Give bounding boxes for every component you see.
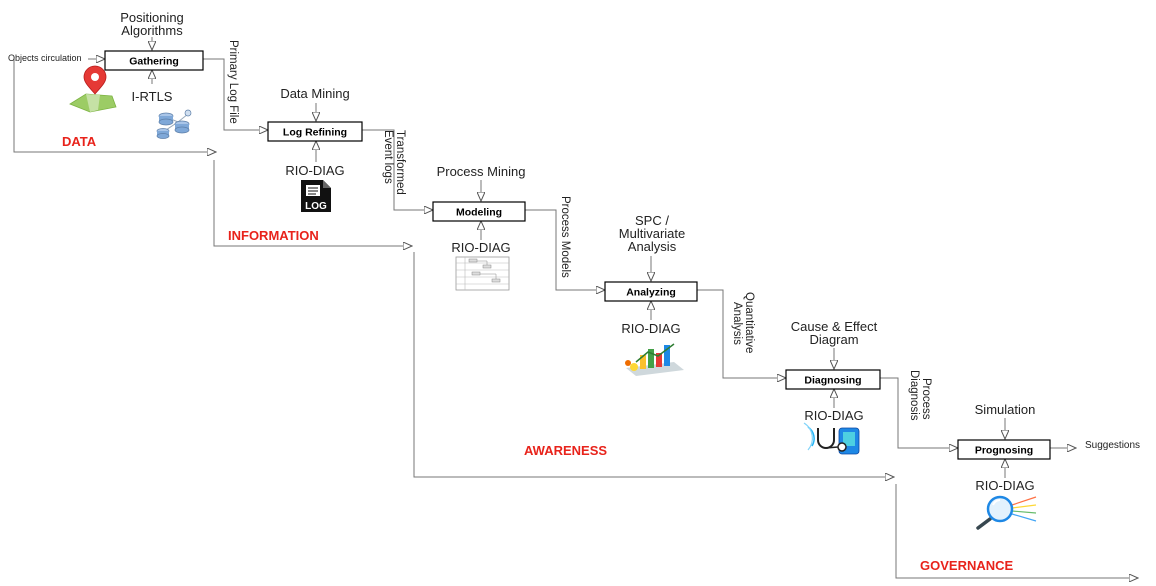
control-spc-line2: Multivariate bbox=[619, 226, 685, 241]
phase-awareness: AWARENESS bbox=[524, 443, 607, 458]
flow-process-models: Process Models bbox=[559, 196, 571, 278]
control-positioning-line1: Positioning bbox=[120, 10, 184, 25]
step-gathering-label: Gathering bbox=[129, 56, 179, 68]
connector-analyzing-diagnosing bbox=[697, 289, 786, 378]
control-data-mining: Data Mining bbox=[280, 86, 349, 101]
step-diagnosing-label: Diagnosing bbox=[804, 375, 861, 387]
control-cause-line2: Diagram bbox=[809, 332, 858, 347]
mechanism-rio-diag-4: RIO-DIAG bbox=[804, 408, 863, 423]
mechanism-rio-diag-2: RIO-DIAG bbox=[451, 240, 510, 255]
step-prognosing: Prognosing bbox=[957, 439, 1051, 460]
step-analyzing: Analyzing bbox=[604, 281, 698, 302]
phase-data: DATA bbox=[62, 134, 97, 149]
connector-governance-phase bbox=[895, 484, 1138, 578]
mechanism-rio-diag-1: RIO-DIAG bbox=[285, 163, 344, 178]
log-file-icon: LOG bbox=[301, 180, 331, 212]
input-objects-circulation: Objects circulation bbox=[8, 53, 82, 63]
connector-information-phase bbox=[213, 160, 412, 246]
step-diagnosing: Diagnosing bbox=[785, 369, 881, 390]
flow-process-diagnosis-line2: Diagnosis bbox=[908, 370, 920, 421]
magnifier-icon bbox=[976, 495, 1037, 530]
connector-diagnosing-prognosing bbox=[880, 377, 958, 448]
connector-data-phase bbox=[13, 59, 216, 152]
database-network-icon bbox=[156, 109, 192, 139]
control-cause-line1: Cause & Effect bbox=[791, 319, 878, 334]
mechanism-rio-diag-5: RIO-DIAG bbox=[975, 478, 1034, 493]
flow-transformed-line2: Event logs bbox=[382, 130, 394, 184]
flow-quantitative-line1: Quantitative bbox=[743, 292, 755, 353]
process-model-icon bbox=[455, 256, 510, 291]
control-spc-line1: SPC / bbox=[635, 213, 669, 228]
step-log-refining: Log Refining bbox=[267, 121, 363, 142]
step-modeling: Modeling bbox=[432, 201, 526, 222]
step-prognosing-label: Prognosing bbox=[975, 445, 1033, 457]
connector-logrefining-modeling bbox=[362, 129, 433, 210]
mechanism-rio-diag-3: RIO-DIAG bbox=[621, 321, 680, 336]
step-gathering: Gathering bbox=[104, 50, 204, 71]
flow-primary-log-file: Primary Log File bbox=[227, 40, 239, 124]
stethoscope-icon bbox=[803, 422, 860, 455]
flow-process-diagnosis-line1: Process bbox=[920, 378, 932, 420]
connector-modeling-analyzing bbox=[525, 209, 605, 290]
output-suggestions: Suggestions bbox=[1085, 440, 1140, 451]
mechanism-irtls: I-RTLS bbox=[132, 89, 173, 104]
flow-quantitative-line2: Analysis bbox=[731, 302, 743, 345]
connector-awareness-phase bbox=[413, 252, 894, 477]
control-positioning-line2: Algorithms bbox=[121, 23, 183, 38]
bar-chart-icon bbox=[625, 343, 684, 376]
control-process-mining: Process Mining bbox=[437, 164, 526, 179]
log-icon-text: LOG bbox=[305, 201, 327, 212]
control-spc-line3: Analysis bbox=[628, 239, 677, 254]
control-simulation: Simulation bbox=[975, 402, 1036, 417]
phase-information: INFORMATION bbox=[228, 228, 319, 243]
step-analyzing-label: Analyzing bbox=[626, 287, 676, 299]
flow-transformed-line1: Transformed bbox=[394, 130, 406, 195]
step-modeling-label: Modeling bbox=[456, 207, 502, 219]
connector-gathering-logrefining bbox=[203, 58, 268, 130]
phase-governance: GOVERNANCE bbox=[920, 558, 1014, 573]
map-pin-icon bbox=[69, 65, 117, 113]
step-log-refining-label: Log Refining bbox=[283, 127, 347, 139]
